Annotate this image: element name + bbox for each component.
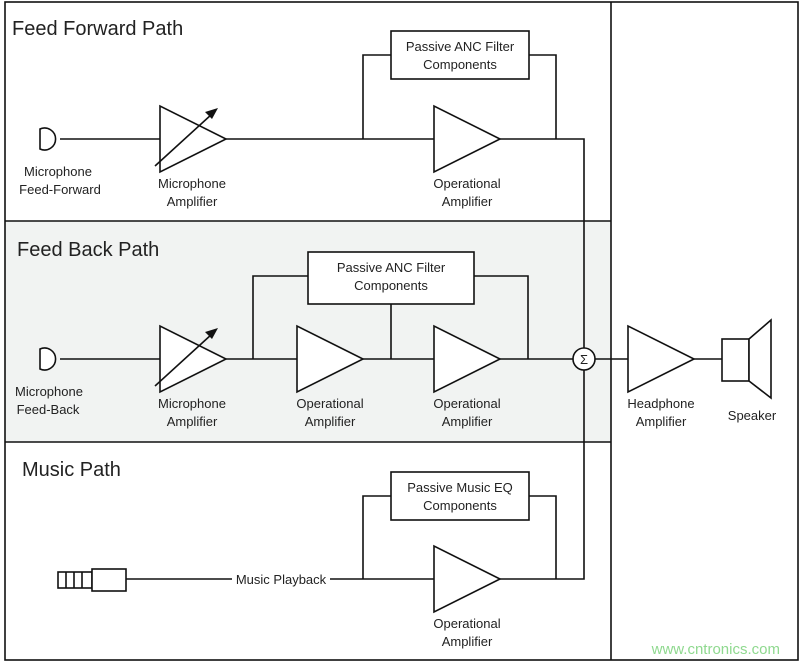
mic-amplifier-icon <box>159 104 228 174</box>
microphone-icon <box>39 347 57 371</box>
anc-filter-label: Components <box>354 278 428 293</box>
speaker-label: Speaker <box>728 408 777 423</box>
audio-jack-icon <box>57 568 127 592</box>
op-amp-icon <box>296 324 365 394</box>
op-amp-label: Operational <box>433 616 500 631</box>
watermark: www.cntronics.com <box>651 641 780 658</box>
mic-amp-label: Amplifier <box>167 194 218 209</box>
feed-back-title: Feed Back Path <box>17 239 159 261</box>
mic-fb-label: Microphone <box>15 384 83 399</box>
op-amp-icon <box>433 104 502 174</box>
op-amp-label: Amplifier <box>442 634 493 649</box>
anc-filter-box <box>307 251 475 305</box>
mic-ff-label: Feed-Forward <box>19 182 101 197</box>
hp-amp-label: Amplifier <box>636 414 687 429</box>
op-amp-label: Operational <box>433 176 500 191</box>
music-eq-label: Components <box>423 498 497 513</box>
hp-amp-label: Headphone <box>627 396 694 411</box>
outer-frame <box>4 1 799 661</box>
summing-symbol: Σ <box>580 352 588 367</box>
mic-amplifier-icon <box>159 324 228 394</box>
gain-arrow-icon <box>154 333 213 387</box>
op-amp-icon <box>433 544 502 614</box>
output-stage: Σ Headphone Amplifier Speaker <box>572 318 777 429</box>
anc-filter-label: Components <box>423 57 497 72</box>
speaker-icon <box>721 318 772 400</box>
anc-filter-label: Passive ANC Filter <box>406 39 515 54</box>
op-amp-label: Operational <box>296 396 363 411</box>
anc-filter-label: Passive ANC Filter <box>337 260 446 275</box>
music-eq-label: Passive Music EQ <box>407 480 512 495</box>
op-amp-label: Operational <box>433 396 500 411</box>
music-eq-box <box>390 471 530 521</box>
music-title: Music Path <box>22 459 121 481</box>
op-amp-label: Amplifier <box>442 414 493 429</box>
mic-fb-label: Feed-Back <box>17 402 80 417</box>
feed-forward-title: Feed Forward Path <box>12 18 183 40</box>
music-path: Music Playback Passive Music EQ Componen… <box>57 370 585 649</box>
headphone-amplifier-icon <box>627 324 696 394</box>
mic-amp-label: Amplifier <box>167 414 218 429</box>
feed-back-path: Microphone Feed-Back Microphone Amplifie… <box>15 251 573 429</box>
op-amp-label: Amplifier <box>442 194 493 209</box>
music-playback-label: Music Playback <box>236 572 327 587</box>
feed-forward-path: Microphone Feed-Forward Microphone Ampli… <box>19 30 585 348</box>
gain-arrow-icon <box>154 113 213 167</box>
mic-amp-label: Microphone <box>158 176 226 191</box>
op-amp-label: Amplifier <box>305 414 356 429</box>
mic-amp-label: Microphone <box>158 396 226 411</box>
op-amp-icon <box>433 324 502 394</box>
microphone-icon <box>39 127 57 151</box>
mic-ff-label: Microphone <box>24 164 92 179</box>
